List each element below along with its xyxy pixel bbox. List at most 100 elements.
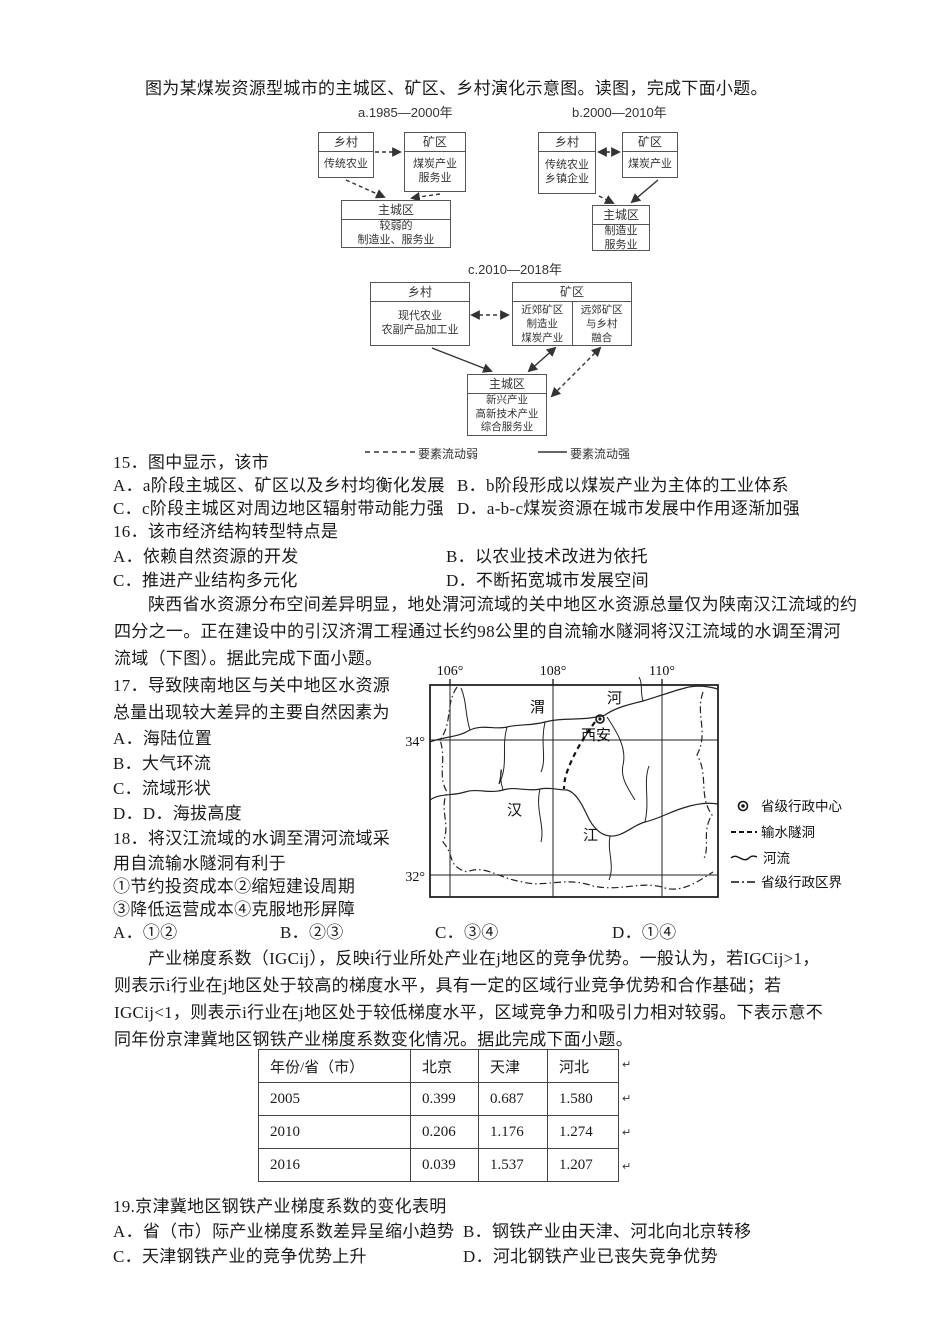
river-tributary <box>608 835 612 881</box>
han-label-2: 江 <box>583 827 598 844</box>
q16-option-a: A．依赖自然资源的开发 <box>113 547 299 566</box>
box-title: 矿区 <box>623 133 677 152</box>
q15-option-a: A．a阶段主城区、矿区以及乡村均衡化发展 <box>113 476 445 495</box>
table-cell: 1.580 <box>547 1082 619 1116</box>
box-body: 传统农业 <box>324 157 368 170</box>
box-cell-near-mine: 近郊矿区 制造业 煤炭产业 <box>521 303 564 344</box>
table-cell: 2005 <box>258 1082 411 1116</box>
lon-tick-106: 106° <box>437 664 464 679</box>
box-title: 主城区 <box>468 375 546 394</box>
river-tributary <box>606 716 636 801</box>
table-row: 2005 0.399 0.687 1.580 <box>258 1082 619 1116</box>
box-a-mine: 矿区 煤炭产业 服务业 <box>404 132 466 192</box>
river-tributary <box>498 769 504 791</box>
table-cell: 0.039 <box>410 1148 479 1182</box>
passage3-line1: 产业梯度系数（IGCij），反映i行业所处产业在j地区的竞争优势。一般认为，若I… <box>148 949 820 968</box>
box-body: 煤炭产业 <box>628 157 672 170</box>
q19-stem: 19.京津冀地区钢铁产业梯度系数的变化表明 <box>113 1197 447 1216</box>
table-cell: 1.274 <box>547 1115 619 1149</box>
q15-option-c: C．c阶段主城区对周边地区辐射带动能力强 <box>113 499 444 518</box>
stage-c-label: c.2010—2018年 <box>468 262 562 277</box>
xian-marker-dot <box>598 717 602 721</box>
q19-option-a: A．省（市）际产业梯度系数差异呈缩小趋势 <box>113 1222 455 1241</box>
lon-tick-108: 108° <box>540 664 567 679</box>
q17-option-b: B．大气环流 <box>113 754 212 773</box>
table-cell: 2010 <box>258 1115 411 1149</box>
han-river <box>429 787 719 837</box>
row-end-mark: ↵ <box>622 1092 632 1105</box>
q18-stem-line2: 用自流输水隧洞有利于 <box>113 854 286 873</box>
box-b-city: 主城区 制造业 服务业 <box>592 205 650 251</box>
legend-river-icon <box>730 855 758 861</box>
q17-stem-line2: 总量出现较大差异的主要自然因素为 <box>113 703 390 722</box>
legend-capital-icon <box>737 800 749 812</box>
box-a-village: 乡村 传统农业 <box>318 132 374 178</box>
river-tributary <box>540 721 546 773</box>
legend-strong-label: 要素流动强 <box>570 447 631 461</box>
q16-stem: 16．该市经济结构转型特点是 <box>113 522 339 541</box>
q19-option-d: D．河北钢铁产业已丧失竞争优势 <box>463 1247 718 1266</box>
q17-option-c: C．流域形状 <box>113 779 212 798</box>
legend-river-label: 河流 <box>763 851 791 866</box>
wei-river <box>429 685 719 743</box>
wei-label-2: 河 <box>607 690 622 707</box>
shaanxi-map: 106° 108° 110° 34° 32° 渭 河 西安 汉 江 <box>405 664 842 898</box>
lat-tick-34: 34° <box>405 735 425 750</box>
xian-marker <box>595 714 605 724</box>
river-tributary <box>460 687 471 731</box>
table-cell: 2016 <box>258 1148 411 1182</box>
stage-a-label: a.1985—2000年 <box>358 105 453 120</box>
box-b-village: 乡村 传统农业 乡镇企业 <box>538 132 596 194</box>
river-tributary <box>538 788 543 843</box>
q18-stem-line1: 18．将汉江流域的水调至渭河流域采 <box>113 829 391 848</box>
box-c-mine: 矿区 近郊矿区 制造业 煤炭产业 远郊矿区 与乡村 融合 <box>512 282 632 346</box>
row-end-mark: ↵ <box>622 1058 632 1071</box>
table-cell: 1.537 <box>478 1148 548 1182</box>
wei-label-1: 渭 <box>530 699 545 716</box>
stage-b-label: b.2000—2010年 <box>572 105 667 120</box>
q15-option-d: D．a-b-c煤炭资源在城市发展中作用逐渐加强 <box>457 499 801 518</box>
q19-option-c: C．天津钢铁产业的竞争优势上升 <box>113 1247 367 1266</box>
q16-option-b: B．以农业技术改进为依托 <box>446 547 648 566</box>
q17-stem-line1: 17．导致陕南地区与关中地区水资源 <box>113 676 391 695</box>
q18-option-b: B．②③ <box>280 923 344 942</box>
passage3-line3: IGCij<1，则表示i行业在j地区处于较低梯度水平，区域竞争力和吸引力相对较弱… <box>114 1003 824 1022</box>
tunnel-line <box>562 721 596 790</box>
box-body: 传统农业 乡镇企业 <box>545 159 589 185</box>
q18-option-a: A．①② <box>113 923 178 942</box>
figure1-arrows <box>345 147 659 453</box>
row-end-mark: ↵ <box>622 1160 632 1173</box>
box-title: 乡村 <box>371 283 469 302</box>
table-row: 2016 0.039 1.537 1.207 <box>258 1148 619 1182</box>
box-c-village: 乡村 现代农业 农副产品加工业 <box>370 282 470 346</box>
legend-boundary-label: 省级行政区界 <box>761 875 842 890</box>
river-tributary <box>638 676 644 702</box>
box-body: 较弱的 制造业、服务业 <box>357 220 435 246</box>
q18-items-line2: ③降低运营成本④克服地形屏障 <box>113 900 356 919</box>
box-body: 现代农业 农副产品加工业 <box>381 310 459 336</box>
box-title: 乡村 <box>319 133 373 152</box>
table-header-cell: 年份/省（市） <box>258 1049 411 1083</box>
table-header-cell: 河北 <box>547 1049 619 1083</box>
passage3-line4: 同年份京津冀地区钢铁产业梯度系数变化情况。据此完成下面小题。 <box>114 1030 633 1049</box>
table-cell: 1.176 <box>478 1115 548 1149</box>
box-title: 主城区 <box>593 206 649 225</box>
box-title: 主城区 <box>342 201 450 220</box>
table-row: 2010 0.206 1.176 1.274 <box>258 1115 619 1149</box>
province-boundary <box>439 686 714 890</box>
q16-option-c: C．推进产业结构多元化 <box>113 571 298 590</box>
han-label-1: 汉 <box>507 802 522 819</box>
xian-label: 西安 <box>581 727 611 744</box>
table-cell: 0.687 <box>478 1082 548 1116</box>
table-cell: 0.399 <box>410 1082 479 1116</box>
passage2-line1: 陕西省水资源分布空间差异明显，地处渭河流域的关中地区水资源总量仅为陕南汉江流域的… <box>148 595 858 614</box>
box-body: 制造业 服务业 <box>604 225 638 251</box>
table-header-cell: 北京 <box>410 1049 479 1083</box>
q16-option-d: D．不断拓宽城市发展空间 <box>446 571 649 590</box>
box-split: 近郊矿区 制造业 煤炭产业 远郊矿区 与乡村 融合 <box>513 302 631 345</box>
lon-tick-110: 110° <box>649 664 675 679</box>
passage2-line3: 流域（下图）。据此完成下面小题。 <box>114 649 383 668</box>
row-end-mark: ↵ <box>622 1126 632 1139</box>
box-title: 矿区 <box>405 133 465 152</box>
